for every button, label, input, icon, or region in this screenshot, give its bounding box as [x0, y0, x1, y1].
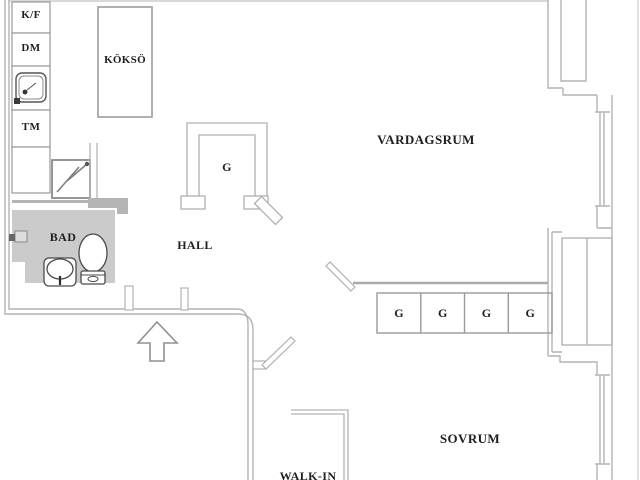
hall-label: HALL: [177, 238, 213, 252]
fridge-freezer-label: K/F: [21, 9, 41, 21]
upper-right-wall: [547, 0, 597, 96]
kitchen-divider-wall: [89, 143, 98, 200]
dishwasher-label: DM: [21, 42, 41, 54]
entrance-door-frames: [124, 285, 189, 311]
entrance-arrow-icon: [136, 320, 179, 362]
bedroom-label: SOVRUM: [439, 431, 501, 446]
walk-in-label: WALK-IN: [279, 469, 337, 480]
wardrobe-g-label: G: [437, 305, 448, 320]
wardrobe-g-label: G: [525, 305, 535, 320]
walk-in-walls: [291, 409, 349, 480]
left-bottom-wall-inner: [8, 0, 249, 480]
kitchen-appliance-run: [11, 1, 51, 194]
wardrobe-g-label: G: [394, 305, 404, 320]
bedroom-wardrobe-labels: G G G G: [377, 293, 552, 333]
wardrobe-foot-diagonal: [253, 195, 284, 226]
living-room-label: VARDAGSRUM: [377, 132, 475, 147]
bedroom-door-leaf: [325, 261, 356, 292]
right-facade: [547, 0, 613, 480]
living-room-window: [595, 95, 612, 229]
bedroom-window: [595, 374, 610, 480]
toilet-icon: [78, 233, 108, 285]
kitchen-island-label: KÖKSÖ: [104, 54, 146, 66]
bathroom-wall-fixture: [9, 230, 28, 243]
counter-box: [11, 146, 51, 194]
bathroom-top-wall: [12, 198, 128, 214]
outer-walls: [4, 0, 639, 480]
dishwasher-box: [11, 32, 51, 67]
wardrobe-foot-left: [180, 195, 206, 210]
lower-right-jog: [548, 355, 598, 375]
bedroom-wardrobe-row: [376, 292, 553, 334]
bathroom-label: BAD: [49, 230, 77, 244]
left-bottom-wall-outer: [4, 0, 254, 480]
hall-wardrobe-label: G: [222, 160, 232, 174]
washing-machine-box: [11, 109, 51, 148]
kitchen-sink-icon: [14, 72, 47, 104]
facade-protrusion: [561, 237, 613, 346]
corridor-door-leaf: [261, 336, 296, 370]
washing-machine-label: TM: [21, 121, 41, 133]
mid-right-wall: [547, 228, 562, 356]
fridge-freezer-box: [11, 1, 51, 34]
hob-icon: [51, 159, 91, 199]
wardrobe-g-label: G: [481, 305, 492, 320]
corridor-door: [252, 336, 296, 370]
washbasin-icon: [43, 257, 77, 287]
hall-wardrobe: [180, 122, 284, 226]
kitchen-island-outline: [97, 6, 153, 118]
